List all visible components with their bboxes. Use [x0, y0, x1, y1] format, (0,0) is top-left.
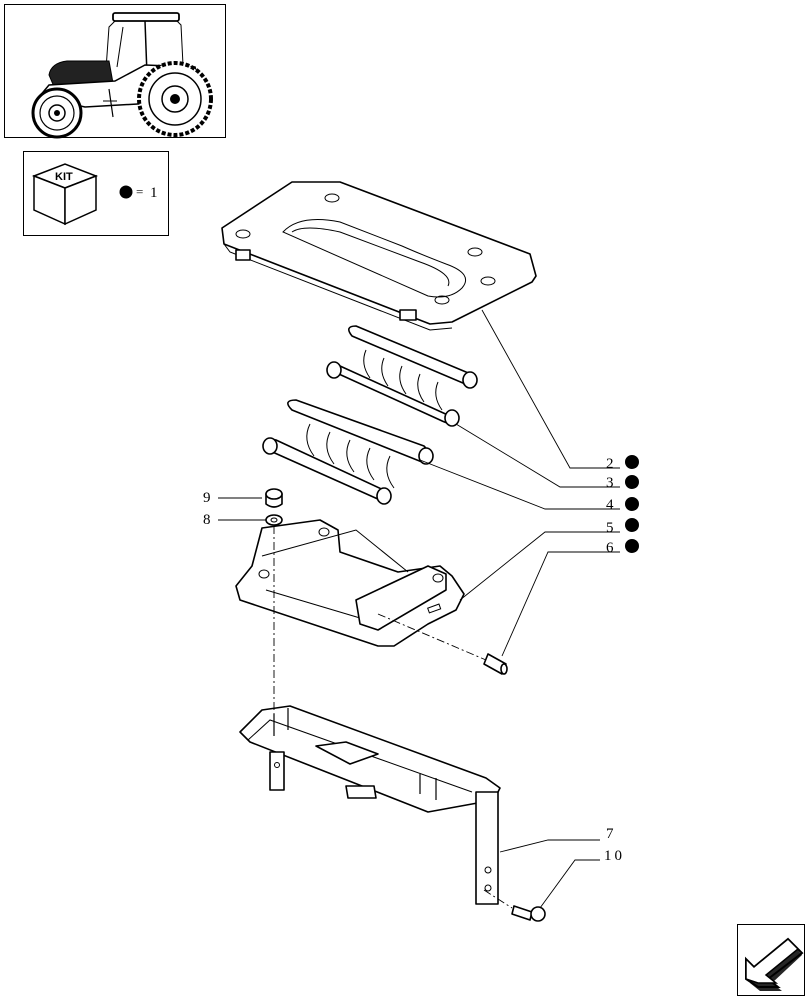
- callout-labels: 2 3 4 5 6 7 8 9 10: [203, 456, 625, 864]
- callout-8: 8: [203, 512, 214, 528]
- tractor-thumbnail: [4, 4, 226, 139]
- callout-2: 2: [606, 456, 617, 472]
- tractor-icon: [31, 12, 213, 139]
- callout-7: 7: [606, 826, 617, 842]
- kit-marker-icon: [119, 185, 133, 199]
- previous-page-button[interactable]: [737, 924, 805, 996]
- previous-page-arrow-icon: [745, 937, 804, 991]
- assembly-lines: [273, 526, 513, 909]
- part-roller-lower: [262, 399, 434, 505]
- kit-marker-3: [625, 475, 639, 489]
- part-roller-upper: [326, 325, 478, 427]
- kit-marker-5: [625, 518, 639, 532]
- kit-marker-4: [625, 497, 639, 511]
- kit-quantity: 1: [150, 185, 161, 201]
- kit-marker-2: [625, 455, 639, 469]
- kit-legend-drawing: KIT = 1: [31, 163, 161, 226]
- leader-lines: [218, 309, 620, 909]
- kit-markers: [625, 455, 639, 553]
- callout-10: 10: [604, 848, 625, 864]
- kit-equals: =: [136, 184, 146, 199]
- part-top-plate: [221, 181, 537, 331]
- part-bracket: [235, 519, 465, 647]
- kit-marker-6: [625, 539, 639, 553]
- kit-box-icon: KIT: [31, 163, 99, 226]
- callout-4: 4: [606, 497, 617, 513]
- part-washer: [265, 514, 283, 526]
- callout-5: 5: [606, 520, 617, 536]
- part-pin: [483, 653, 508, 675]
- part-bolt: [511, 905, 546, 922]
- callout-3: 3: [606, 475, 617, 491]
- part-frame: [239, 705, 501, 905]
- kit-label: KIT: [55, 171, 73, 183]
- kit-legend: KIT = 1: [23, 151, 169, 236]
- callout-9: 9: [203, 490, 214, 506]
- callout-6: 6: [606, 540, 617, 556]
- part-nut: [265, 488, 283, 508]
